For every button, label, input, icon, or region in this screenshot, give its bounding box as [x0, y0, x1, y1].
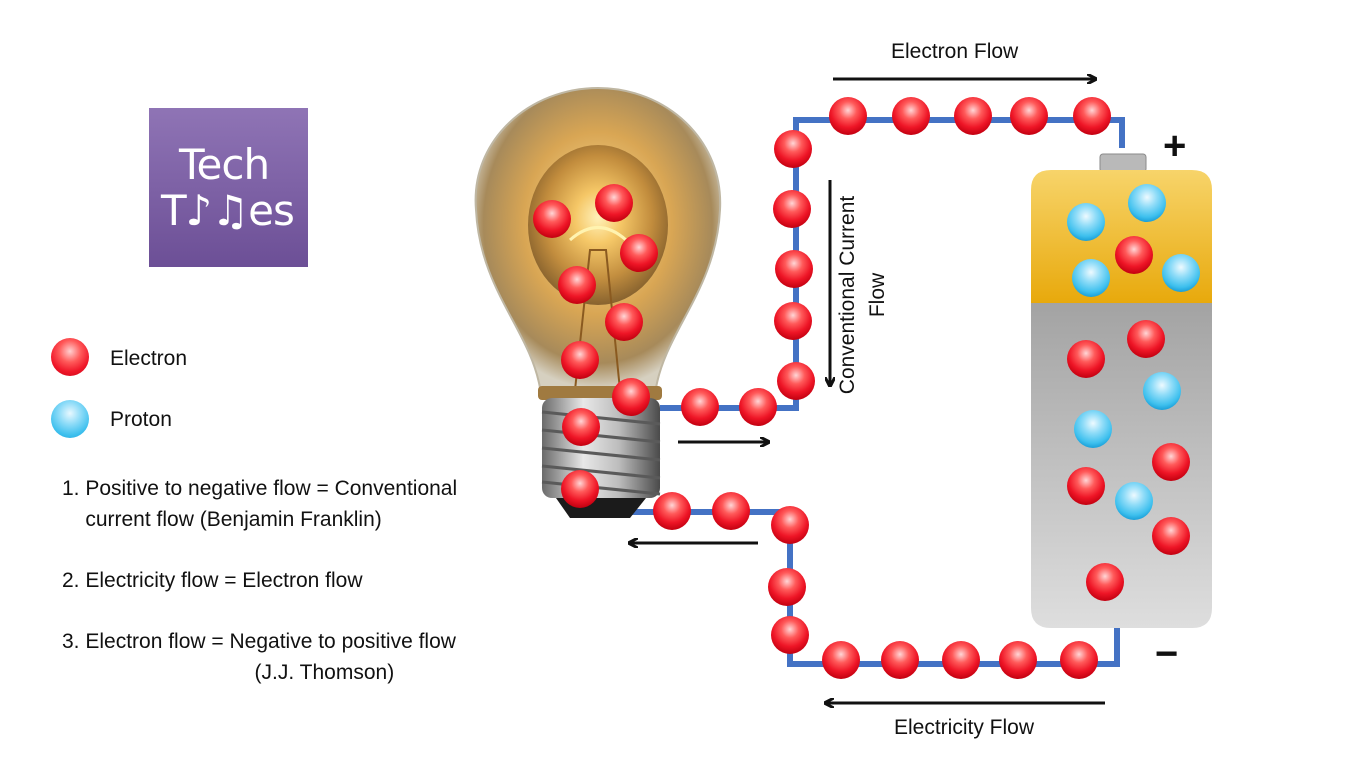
electron: [739, 388, 777, 426]
note-2: 2. Electricity flow = Electron flow: [62, 569, 363, 592]
light-bulb: [474, 86, 722, 518]
note-1: 1. Positive to negative flow = Conventio…: [62, 477, 458, 531]
proton: [1074, 410, 1112, 448]
electron: [533, 200, 571, 238]
electron: [1010, 97, 1048, 135]
electron-legend-icon: [51, 338, 89, 376]
electron: [1152, 443, 1190, 481]
electron: [1067, 467, 1105, 505]
electron: [1060, 641, 1098, 679]
electron: [774, 302, 812, 340]
electron: [1067, 340, 1105, 378]
battery: [1031, 153, 1212, 628]
electron: [773, 190, 811, 228]
electron: [822, 641, 860, 679]
proton: [1143, 372, 1181, 410]
electron: [774, 130, 812, 168]
electron: [768, 568, 806, 606]
particles: [533, 97, 1200, 679]
note-3: 3. Electron flow = Negative to positive …: [62, 630, 456, 684]
electron: [653, 492, 691, 530]
electron: [1086, 563, 1124, 601]
electron: [1115, 236, 1153, 274]
electron: [562, 408, 600, 446]
electron: [1127, 320, 1165, 358]
conventional-current-flow-label: Conventional Current Flow: [836, 195, 889, 395]
electricity-flow-label: Electricity Flow: [894, 716, 1035, 739]
proton: [1072, 259, 1110, 297]
electron: [1152, 517, 1190, 555]
electron: [999, 641, 1037, 679]
electron-flow-label: Electron Flow: [891, 40, 1019, 63]
proton: [1162, 254, 1200, 292]
electron: [777, 362, 815, 400]
proton-legend-icon: [51, 400, 89, 438]
electron: [771, 616, 809, 654]
legend-label-proton: Proton: [110, 408, 172, 431]
logo-text-line1: Tech: [179, 140, 270, 189]
proton: [1067, 203, 1105, 241]
electron: [561, 341, 599, 379]
electron: [612, 378, 650, 416]
electron: [561, 470, 599, 508]
battery-negative-sign: −: [1155, 632, 1179, 676]
electron: [771, 506, 809, 544]
electron: [1073, 97, 1111, 135]
electron: [892, 97, 930, 135]
electron: [605, 303, 643, 341]
electron: [775, 250, 813, 288]
logo-text-line2: T♪♫es: [161, 186, 295, 235]
proton: [1128, 184, 1166, 222]
electron: [681, 388, 719, 426]
electron: [881, 641, 919, 679]
battery-positive-sign: +: [1163, 124, 1187, 168]
electron: [712, 492, 750, 530]
tech-tunes-logo: Tech T♪♫es: [149, 108, 308, 267]
legend-label-electron: Electron: [110, 347, 188, 370]
electron: [954, 97, 992, 135]
proton: [1115, 482, 1153, 520]
electron: [620, 234, 658, 272]
electron: [829, 97, 867, 135]
electron: [558, 266, 596, 304]
electron: [942, 641, 980, 679]
electron: [595, 184, 633, 222]
